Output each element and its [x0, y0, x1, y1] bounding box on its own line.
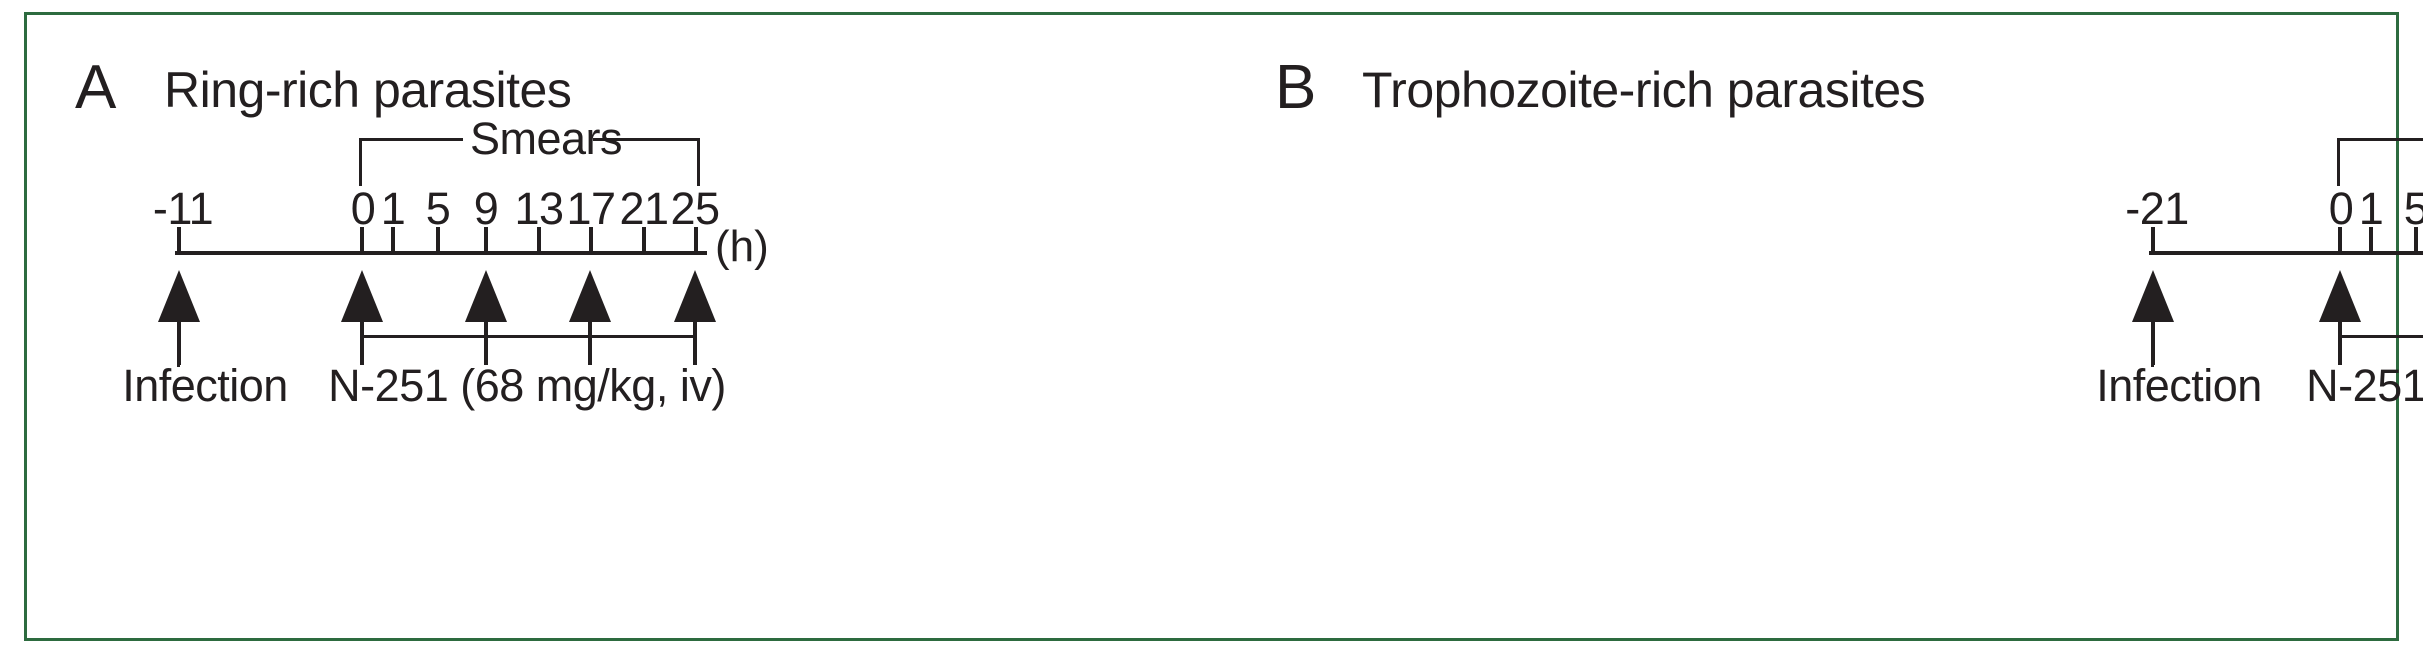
arrow-dose-17	[568, 270, 612, 365]
arrow-dose-0	[2318, 270, 2362, 365]
dose-connector-stem-0	[361, 315, 364, 337]
axis-tick-5	[2414, 227, 2418, 253]
tick-label-5: 5	[2403, 183, 2423, 234]
smears-bracket-left-stem	[359, 138, 362, 186]
arrow-dose-25	[673, 270, 717, 365]
panel-a-title: Ring-rich parasites	[164, 62, 572, 118]
panel-a-letter: A	[75, 53, 116, 122]
panel-b: B Trophozoite-rich parasites Smears -21 …	[1237, 15, 2423, 638]
smears-bracket-top-left	[359, 138, 463, 141]
infection-stem-extension	[177, 315, 180, 367]
tick-label-25: 25	[670, 183, 720, 234]
axis-tick-25	[694, 227, 698, 253]
axis-tick-5	[436, 227, 440, 253]
tick-label-1: 1	[380, 183, 406, 234]
dose-connector-bar	[2339, 335, 2423, 338]
panel-b-letter: B	[1275, 53, 1316, 122]
tick-label-9: 9	[473, 183, 499, 234]
tick-label-0: 0	[350, 183, 376, 234]
axis-tick-13	[537, 227, 541, 253]
axis-tick--11	[177, 227, 181, 253]
smears-bracket-left-stem	[2337, 138, 2340, 186]
axis-tick-1	[2369, 227, 2373, 253]
axis-tick-0	[360, 227, 364, 253]
dose-connector-stem-17	[589, 315, 592, 337]
infection-time-label: -11	[152, 183, 214, 234]
axis-tick--21	[2151, 227, 2155, 253]
figure-frame: A Ring-rich parasites Smears -11 0 1 5 9…	[24, 12, 2423, 641]
tick-label-21: 21	[619, 183, 669, 234]
smears-label: Smears	[470, 113, 623, 164]
dose-connector-stem-9	[485, 315, 488, 337]
dose-connector-stem-0	[2339, 315, 2342, 337]
axis-unit-label: (h)	[715, 222, 769, 271]
axis-tick-17	[589, 227, 593, 253]
tick-label-13: 13	[514, 183, 564, 234]
tick-label-1: 1	[2358, 183, 2384, 234]
infection-label: Infection	[2096, 360, 2262, 411]
axis-tick-0	[2338, 227, 2342, 253]
axis-tick-9	[484, 227, 488, 253]
infection-stem-extension	[2151, 315, 2154, 367]
panel-b-title: Trophozoite-rich parasites	[1362, 62, 1926, 118]
smears-bracket-right-stem	[697, 138, 700, 186]
treatment-label: N-251 (68 mg/kg, iv)	[2306, 360, 2423, 411]
infection-label: Infection	[122, 360, 288, 411]
smears-bracket-top-left	[2337, 138, 2423, 141]
smears-bracket-top-right	[593, 138, 700, 141]
axis-tick-21	[642, 227, 646, 253]
tick-label-0: 0	[2328, 183, 2354, 234]
arrow-dose-0	[340, 270, 384, 365]
timeline-axis	[175, 251, 707, 255]
infection-time-label: -21	[2125, 183, 2189, 234]
dose-connector-stem-25	[694, 315, 697, 337]
treatment-label: N-251 (68 mg/kg, iv)	[328, 360, 726, 411]
tick-label-17: 17	[566, 183, 616, 234]
tick-label-5: 5	[425, 183, 451, 234]
dose-connector-bar	[361, 335, 697, 338]
arrow-dose-9	[464, 270, 508, 365]
timeline-axis	[2149, 251, 2423, 255]
axis-tick-1	[391, 227, 395, 253]
panel-a: A Ring-rich parasites Smears -11 0 1 5 9…	[27, 15, 1237, 638]
